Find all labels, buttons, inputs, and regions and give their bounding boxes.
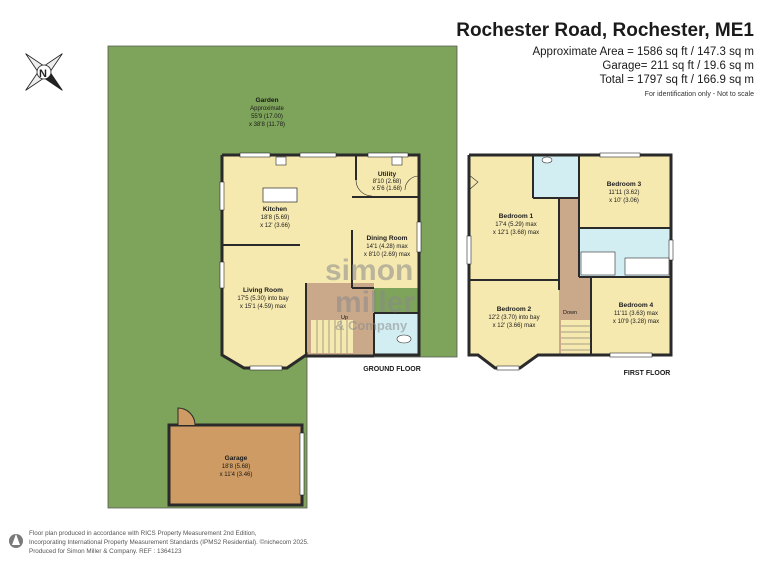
footer-line3: Produced for Simon Miller & Company. REF…: [29, 548, 182, 555]
garden-name: Garden: [255, 97, 278, 104]
garage-dim2: x 11'4 (3.46): [220, 472, 253, 478]
utility-dim1: 8'10 (2.68): [373, 179, 402, 185]
utility-window: [367, 152, 409, 158]
watermark-line2: miller: [335, 286, 415, 319]
garden-dim3: x 38'8 (11.78): [249, 122, 285, 128]
kitchen-dim2: x 12' (3.66): [260, 223, 290, 229]
watermark-line1: simon: [325, 254, 413, 287]
garden-dim2: 55'9 (17.00): [251, 114, 283, 120]
bedroom3-room: [579, 155, 671, 228]
bed2-dim2: x 12' (3.66) max: [493, 323, 536, 329]
bed3-name: Bedroom 3: [607, 181, 642, 188]
approximate-area: Approximate Area = 1586 sq ft / 147.3 sq…: [532, 46, 754, 58]
door-swing: [355, 179, 373, 197]
stairs-down: [561, 320, 591, 354]
living-name: Living Room: [243, 287, 283, 294]
ensuite-room: [533, 155, 579, 198]
ensuite-toilet: [541, 156, 553, 164]
watermark-line3: & Company: [335, 318, 408, 333]
bed3-dim1: 11'11 (3.62): [609, 190, 640, 196]
bay-window: [249, 365, 283, 371]
compass-icon: [25, 53, 63, 91]
garage-name: Garage: [225, 455, 248, 462]
kitchen-name: Kitchen: [263, 206, 287, 213]
utility-name: Utility: [378, 171, 397, 178]
garage-area: Garage= 211 sq ft / 19.6 sq m: [602, 60, 754, 72]
bathroom-window: [668, 239, 674, 261]
bed2-dim1: 12'2 (3.70) into bay: [488, 315, 539, 321]
compass-letter: N: [39, 68, 47, 80]
dining-room: [352, 197, 419, 288]
footer-line1: Floor plan produced in accordance with R…: [29, 530, 257, 537]
identification-note: For identification only - Not to scale: [644, 91, 754, 98]
bed2-name: Bedroom 2: [497, 306, 532, 313]
bedroom2-bay-window: [496, 365, 520, 371]
garage-dim1: 18'8 (5.68): [222, 464, 251, 470]
wardrobe-door: [468, 174, 479, 191]
kitchen-sink: [275, 156, 287, 166]
bed1-name: Bedroom 1: [499, 213, 534, 220]
bedroom4-window: [609, 352, 653, 358]
ground-floor-label: GROUND FLOOR: [363, 366, 421, 373]
patio-door: [219, 181, 225, 211]
footer-line2: Incorporating International Property Mea…: [29, 539, 309, 546]
stairs-down-label: Down: [563, 310, 577, 316]
bathtub: [624, 257, 670, 276]
utility-room: [356, 155, 419, 195]
utility-sink: [391, 156, 403, 166]
bedroom4-room: [591, 277, 671, 355]
stairs-treads: [316, 320, 348, 353]
kitchen-dim1: 18'8 (5.69): [261, 215, 290, 221]
garage-door-swing: [177, 407, 196, 426]
stairs-up-label: Up: [341, 315, 348, 321]
bedroom1-window: [466, 235, 472, 265]
bedroom3-window: [599, 152, 641, 158]
living-dim1: 17'5 (5.30) into bay: [237, 296, 288, 302]
garage-room: [167, 423, 304, 507]
living-room: [222, 245, 352, 368]
stairs-up: [311, 320, 353, 353]
shower-tray: [580, 251, 616, 276]
living-dim2: x 15'1 (4.59) max: [240, 304, 286, 310]
kitchen-window: [299, 152, 337, 158]
bed4-dim1: 11'11 (3.63) max: [614, 311, 658, 317]
dining-name: Dining Room: [366, 235, 407, 242]
bed1-dim1: 17'4 (5.29) max: [495, 222, 537, 228]
landing-area: [559, 198, 579, 355]
wc-toilet: [396, 334, 412, 344]
dining-dim1: 14'1 (4.28) max: [366, 244, 408, 250]
kitchen-island: [262, 187, 298, 203]
first-floor-label: FIRST FLOOR: [624, 370, 671, 377]
wc-room: [374, 313, 419, 355]
bedroom2-room: [469, 280, 559, 368]
bed4-name: Bedroom 4: [619, 302, 654, 309]
utility-dim2: x 5'6 (1.68): [372, 186, 402, 192]
dining-dim2: x 8'10 (2.69) max: [364, 252, 410, 258]
garage-door: [299, 432, 305, 496]
garden-dim1: Approximate: [250, 106, 284, 112]
bed3-dim2: x 10' (3.06): [609, 198, 639, 204]
total-area: Total = 1797 sq ft / 166.9 sq m: [599, 74, 754, 86]
door-swing: [404, 175, 420, 191]
dining-window: [416, 221, 422, 253]
stairs-treads-first: [561, 325, 591, 351]
living-window: [219, 261, 225, 289]
bed4-dim2: x 10'9 (3.28) max: [613, 319, 659, 325]
property-address: Rochester Road, Rochester, ME1: [456, 20, 754, 41]
nichecom-logo-icon: [9, 534, 23, 548]
bed1-dim2: x 12'1 (3.68) max: [493, 230, 539, 236]
kitchen-window: [239, 152, 271, 158]
